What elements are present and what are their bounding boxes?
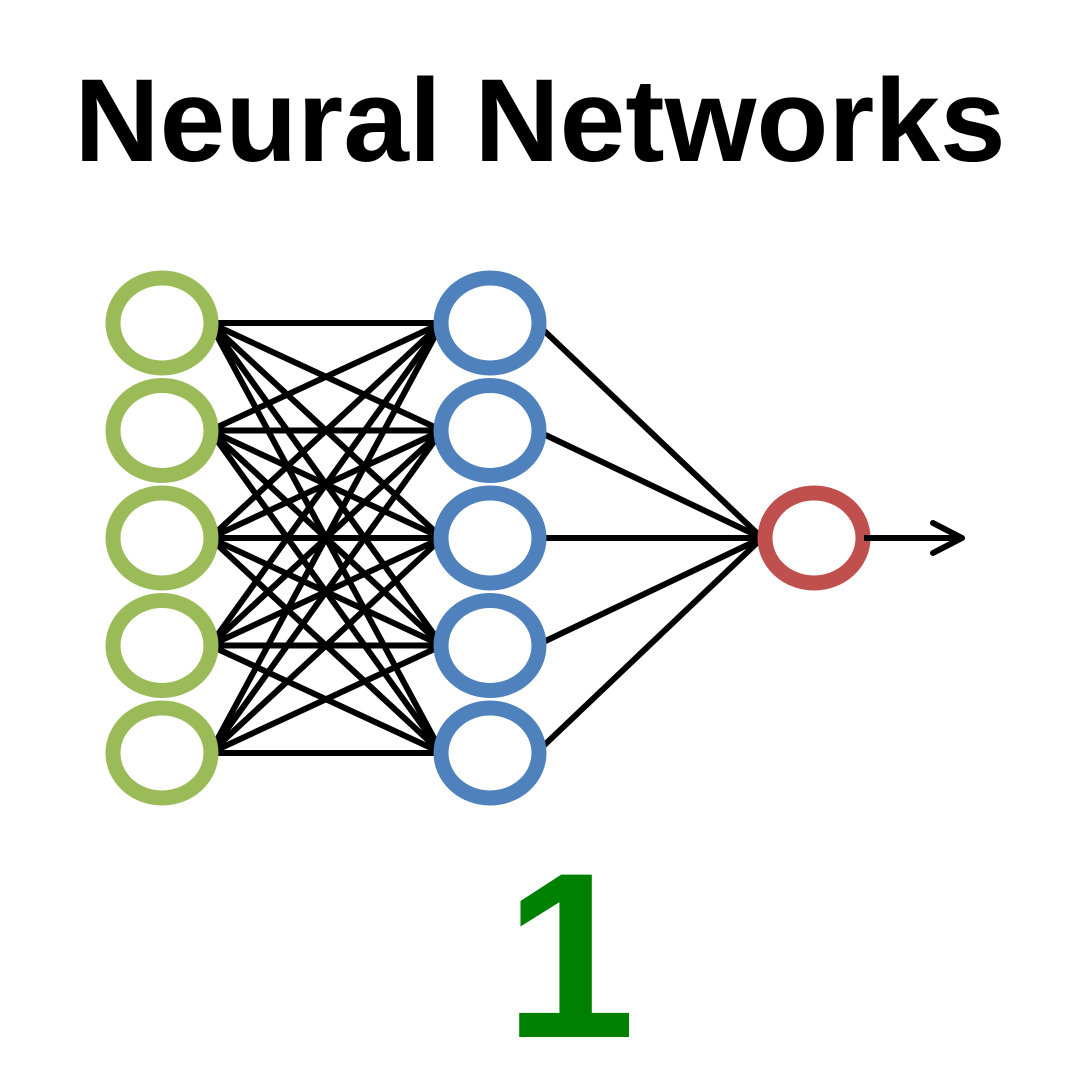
edge-input-5-to-hidden-4 [207, 642, 445, 756]
edge-hidden-2-to-output-1 [533, 427, 765, 541]
nodes-group [105, 270, 871, 806]
edge-input-5-to-hidden-1 [207, 320, 445, 756]
edges-group [207, 320, 765, 756]
input-node-5 [105, 700, 219, 806]
input-node-4 [105, 593, 219, 698]
input-node-3 [105, 485, 219, 591]
hidden-node-2 [433, 378, 547, 483]
hidden-node-3 [433, 485, 547, 591]
edge-input-3-to-hidden-1 [207, 320, 445, 541]
slide-number: 1 [504, 824, 636, 1088]
output-arrow [864, 520, 965, 556]
arrow-head [930, 520, 965, 556]
hidden-node-5 [433, 700, 547, 806]
edge-input-5-to-hidden-3 [207, 535, 445, 756]
diagram-title: Neural Networks [74, 55, 1006, 187]
edge-hidden-4-to-output-1 [533, 535, 765, 649]
edge-hidden-5-to-output-1 [533, 535, 765, 756]
edge-hidden-1-to-output-1 [533, 320, 765, 541]
hidden-node-4 [433, 593, 547, 698]
edge-input-5-to-hidden-2 [207, 427, 445, 756]
edge-input-4-to-hidden-1 [207, 320, 445, 649]
edge-input-2-to-hidden-1 [207, 320, 445, 434]
input-node-2 [105, 378, 219, 483]
input-node-1 [105, 270, 219, 376]
output-node-1 [757, 485, 871, 591]
hidden-node-1 [433, 270, 547, 376]
